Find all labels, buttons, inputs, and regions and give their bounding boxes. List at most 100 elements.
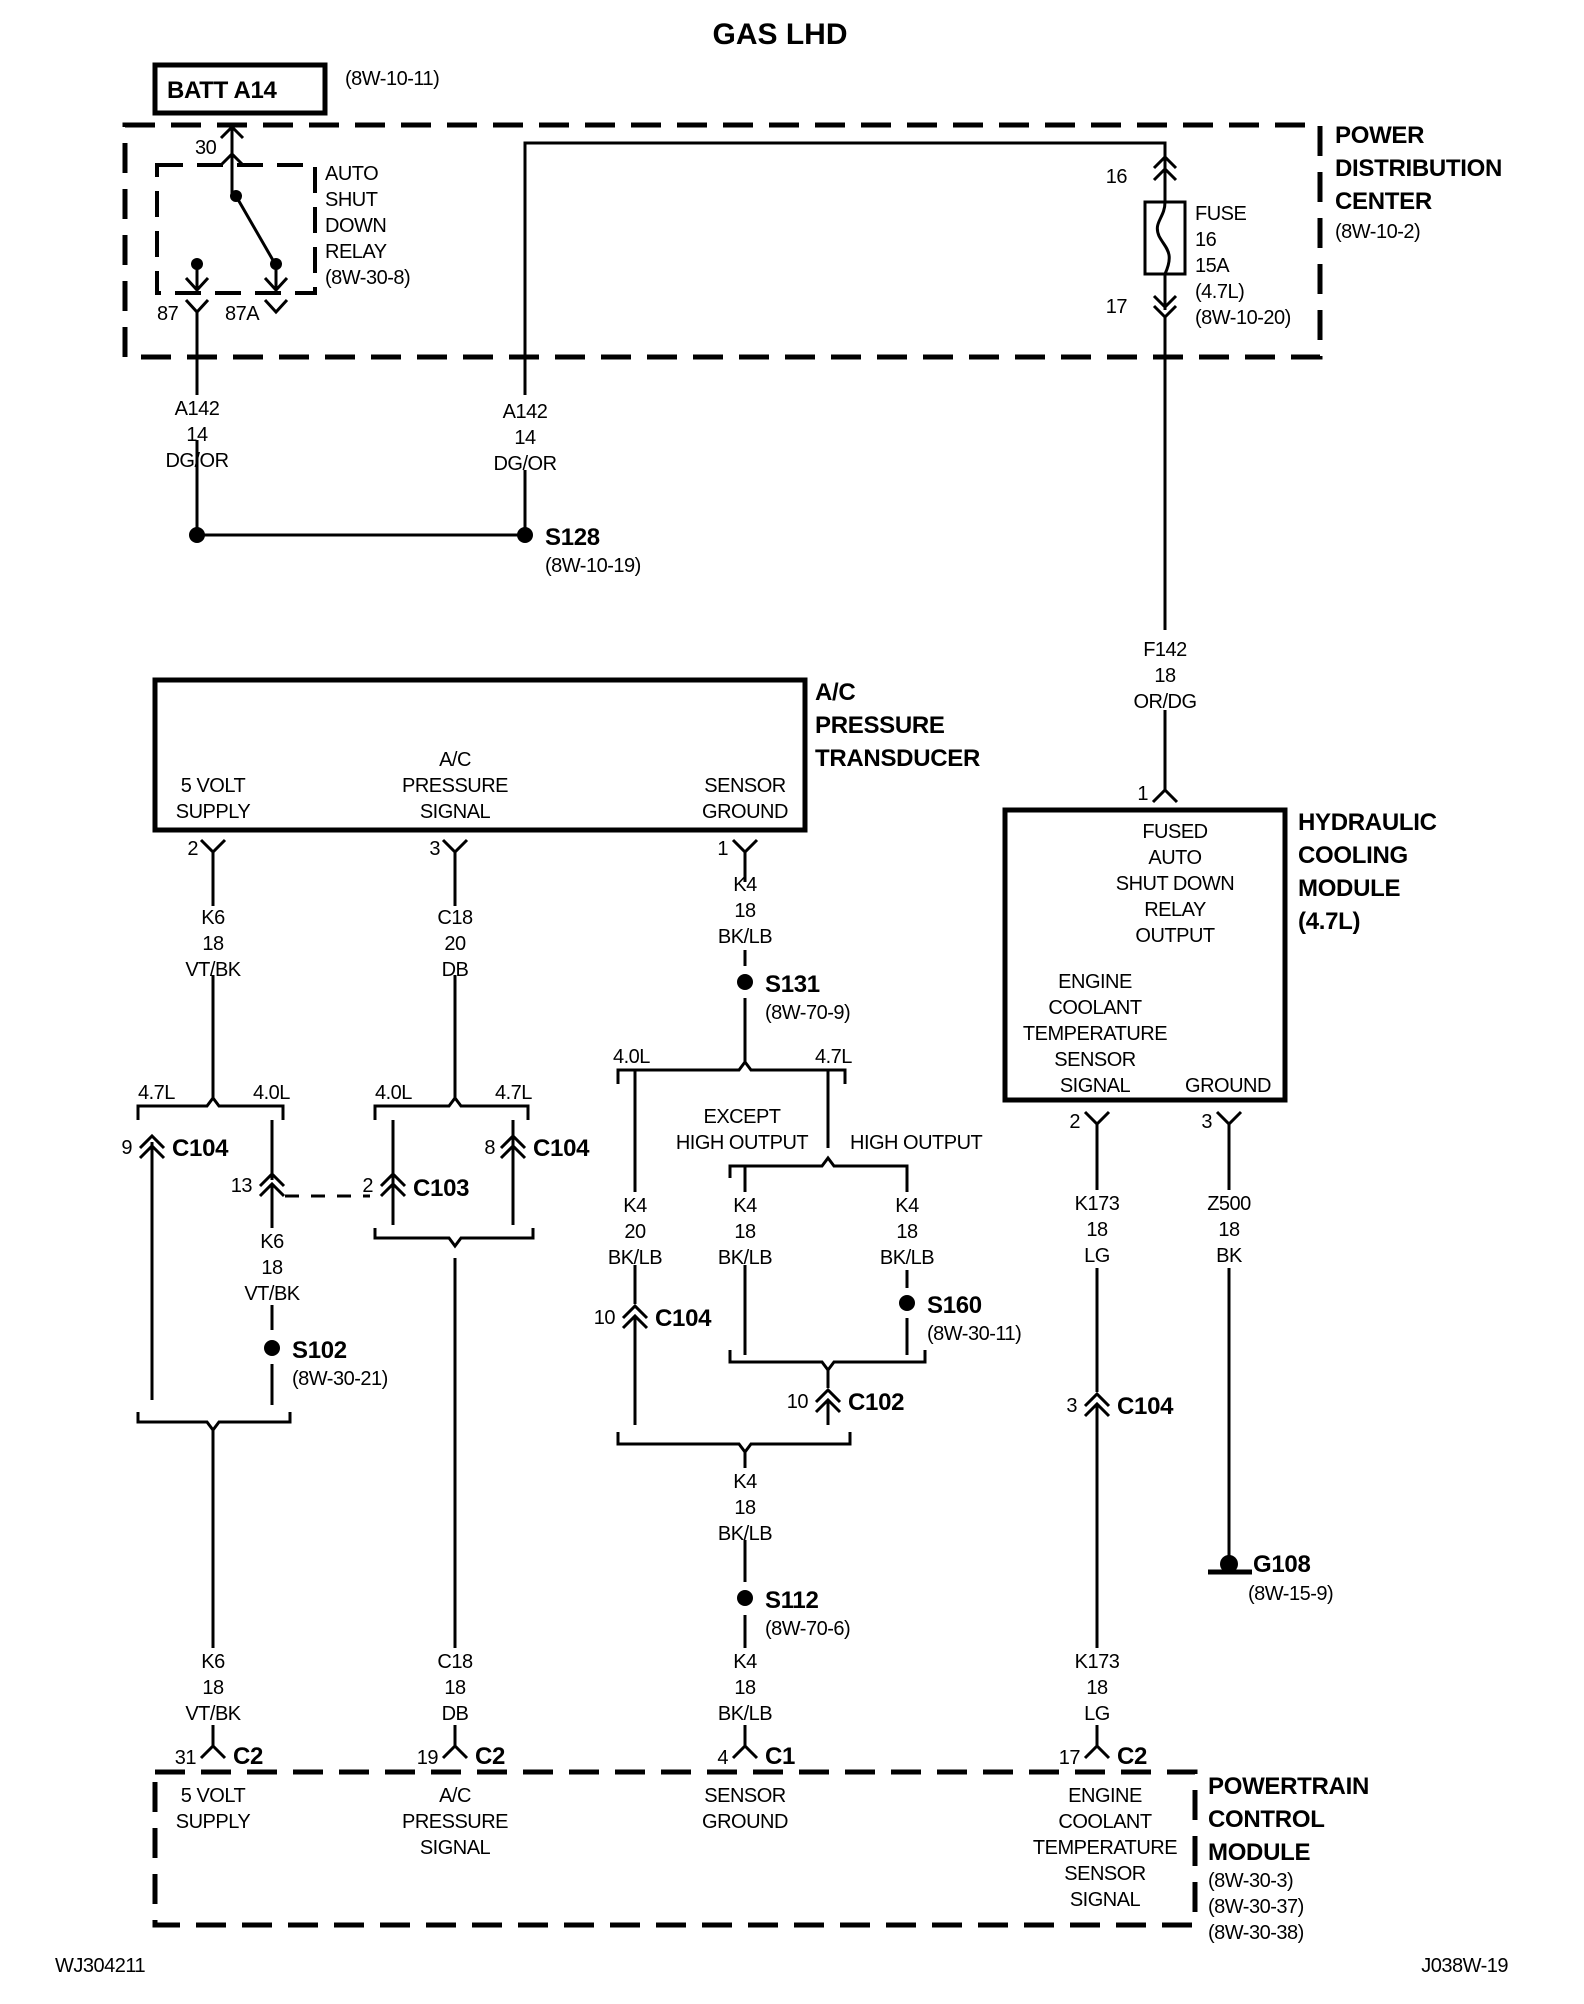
- svg-text:A142: A142: [503, 401, 548, 423]
- splice-s131-ref: (8W-70-9): [765, 1002, 850, 1024]
- svg-text:18: 18: [896, 1221, 918, 1243]
- svg-text:A/C: A/C: [439, 1785, 471, 1807]
- svg-text:OUTPUT: OUTPUT: [1135, 925, 1215, 947]
- splice-s102-dot: [264, 1340, 280, 1356]
- svg-text:LG: LG: [1084, 1703, 1110, 1725]
- svg-text:SHUT DOWN: SHUT DOWN: [1116, 873, 1234, 895]
- k4-ho-bracket: [728, 1155, 909, 1178]
- svg-text:COOLING: COOLING: [1298, 842, 1408, 869]
- svg-text:K4: K4: [733, 1195, 757, 1217]
- c18-option-40l: 4.0L: [375, 1082, 412, 1104]
- svg-text:BK/LB: BK/LB: [718, 1523, 772, 1545]
- k4-ho-merge-bracket: [728, 1350, 927, 1373]
- svg-text:18: 18: [1086, 1677, 1108, 1699]
- c102-pin-10: 10: [787, 1391, 809, 1413]
- svg-text:SUPPLY: SUPPLY: [176, 801, 251, 823]
- svg-text:C18: C18: [437, 1651, 473, 1673]
- svg-text:18: 18: [444, 1677, 466, 1699]
- c2-label-k173: C2: [1117, 1743, 1147, 1770]
- splice-s160-label: S160: [927, 1292, 982, 1319]
- svg-text:18: 18: [734, 1221, 756, 1243]
- svg-text:BK/LB: BK/LB: [880, 1247, 934, 1269]
- c102-label: C102: [848, 1389, 904, 1416]
- svg-text:14: 14: [514, 427, 536, 449]
- svg-text:18: 18: [1218, 1219, 1240, 1241]
- svg-text:(8W-30-37): (8W-30-37): [1208, 1896, 1304, 1918]
- svg-text:SUPPLY: SUPPLY: [176, 1811, 251, 1833]
- hcm-pin-2: 2: [1069, 1111, 1080, 1133]
- asd-relay-outline: [155, 163, 317, 295]
- splice-s102-ref: (8W-30-21): [292, 1368, 388, 1390]
- wire-label-k4-top: K4 18 BK/LB: [718, 874, 773, 948]
- svg-text:K173: K173: [1075, 1651, 1120, 1673]
- svg-text:(4.7L): (4.7L): [1298, 908, 1360, 935]
- svg-text:SHUT: SHUT: [325, 189, 378, 211]
- c103-pin-2: 2: [362, 1175, 373, 1197]
- fuse-out-connector: [1152, 274, 1178, 320]
- svg-text:18: 18: [202, 1677, 224, 1699]
- pcm-pin-ect-label: ENGINE COOLANT TEMPERATURE SENSOR SIGNAL: [1033, 1785, 1178, 1911]
- wire-k6-40l-leg: [258, 1120, 286, 1228]
- c1-label: C1: [765, 1743, 795, 1770]
- hcm-ect-signal-label: ENGINE COOLANT TEMPERATURE SENSOR SIGNAL: [1023, 971, 1168, 1097]
- svg-text:SENSOR: SENSOR: [704, 1785, 786, 1807]
- pdc-name: POWER DISTRIBUTION CENTER: [1335, 122, 1502, 215]
- c104-pin-10: 10: [594, 1307, 616, 1329]
- relay-pin-87: 87: [157, 303, 179, 325]
- pdc-outline: [122, 122, 1323, 360]
- svg-text:OR/DG: OR/DG: [1133, 691, 1196, 713]
- svg-text:5 VOLT: 5 VOLT: [181, 775, 246, 797]
- wire-label-c18-bot: C18 18 DB: [437, 1651, 473, 1725]
- hydraulic-cooling-module-box: [1002, 807, 1288, 1103]
- svg-text:(8W-30-3): (8W-30-3): [1208, 1870, 1293, 1892]
- svg-text:COOLANT: COOLANT: [1058, 1811, 1151, 1833]
- wire-k4-40l-leg: [621, 1070, 649, 1425]
- splice-s131-dot: [737, 974, 753, 990]
- c2-label-k6: C2: [233, 1743, 263, 1770]
- svg-text:SIGNAL: SIGNAL: [1060, 1075, 1131, 1097]
- svg-text:18: 18: [734, 900, 756, 922]
- c104-label-k6: C104: [172, 1135, 229, 1162]
- svg-text:18: 18: [1086, 1219, 1108, 1241]
- svg-text:BK/LB: BK/LB: [718, 1703, 772, 1725]
- svg-text:BK/LB: BK/LB: [718, 926, 772, 948]
- k4-except-ho-label: EXCEPT HIGH OUTPUT: [676, 1106, 809, 1154]
- footer-right-code: J038W-19: [1421, 1955, 1508, 1977]
- pdc-ref: (8W-10-2): [1335, 221, 1420, 243]
- svg-text:TEMPERATURE: TEMPERATURE: [1023, 1023, 1167, 1045]
- svg-text:GROUND: GROUND: [702, 801, 788, 823]
- wire-label-f142: F142 18 OR/DG: [1133, 639, 1197, 713]
- svg-text:18: 18: [734, 1497, 756, 1519]
- pcm-name: POWERTRAIN CONTROL MODULE: [1208, 1773, 1369, 1866]
- transducer-pin-2: 2: [187, 838, 198, 860]
- svg-text:SIGNAL: SIGNAL: [420, 801, 491, 823]
- c2-pin-19: 19: [417, 1747, 439, 1769]
- k4-engine-bracket: [616, 1059, 847, 1084]
- wire-c18-40l-leg: [379, 1120, 407, 1225]
- wire-k4-c102: [814, 1370, 842, 1425]
- batt-label: BATT A14: [167, 77, 278, 104]
- svg-text:GROUND: GROUND: [702, 1811, 788, 1833]
- svg-text:A/C: A/C: [815, 679, 855, 706]
- svg-text:K6: K6: [201, 1651, 225, 1673]
- batt-ref: (8W-10-11): [345, 68, 439, 90]
- svg-text:20: 20: [444, 933, 466, 955]
- svg-text:A/C: A/C: [439, 749, 471, 771]
- fuse-in-connector: [1152, 154, 1178, 202]
- wire-label-k6-top: K6 18 VT/BK: [185, 907, 242, 981]
- splice-s128-label: S128: [545, 524, 600, 551]
- wire-label-k4-bot: K4 18 BK/LB: [718, 1651, 773, 1725]
- wire-label-k4-eho: K4 18 BK/LB: [718, 1195, 773, 1269]
- svg-text:SENSOR: SENSOR: [1054, 1049, 1136, 1071]
- svg-text:BK/LB: BK/LB: [608, 1247, 662, 1269]
- fuse-pin-16: 16: [1106, 166, 1128, 188]
- footer-left-code: WJ304211: [55, 1955, 146, 1977]
- transducer-pin-3: 3: [429, 838, 440, 860]
- wire-label-k173-top: K173 18 LG: [1075, 1193, 1121, 1267]
- svg-text:(8W-30-8): (8W-30-8): [325, 267, 410, 289]
- svg-text:PRESSURE: PRESSURE: [402, 775, 508, 797]
- svg-text:ENGINE: ENGINE: [1058, 971, 1132, 993]
- svg-text:SENSOR: SENSOR: [704, 775, 786, 797]
- hcm-pin-1-connector: [1151, 787, 1179, 804]
